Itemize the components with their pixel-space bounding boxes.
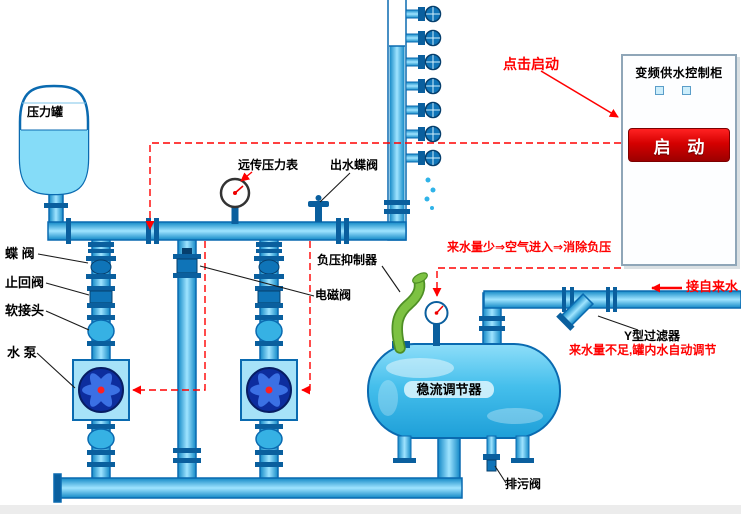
tank-gauge xyxy=(424,301,449,346)
suppressor-label: 负压抑制器 xyxy=(317,253,378,267)
y-strainer-label: Y型过滤器 xyxy=(624,329,681,343)
pressure-tank xyxy=(18,84,90,196)
indicator-light-1 xyxy=(655,86,664,95)
pressure-tank-label: 压力罐 xyxy=(27,105,64,119)
flow-regulator-label: 稳流调节器 xyxy=(416,382,482,397)
solenoid-valve-label: 电磁阀 xyxy=(315,288,352,302)
pointer-lines xyxy=(36,172,639,484)
remote-pressure-gauge xyxy=(219,177,251,224)
soft-joint-label: 软接头 xyxy=(5,303,45,318)
drain-valve xyxy=(483,435,500,472)
bottom-strip xyxy=(0,505,741,514)
remote-gauge-label: 远传压力表 xyxy=(238,158,299,172)
red-arrows xyxy=(240,70,682,293)
vacuum-suppressor-pipe xyxy=(391,272,428,354)
manifold-flanges xyxy=(44,200,410,244)
low-inflow-note: 来水量少⇒空气进入⇒消除负压 xyxy=(447,240,612,254)
control-cabinet: 变频供水控制柜 启 动 xyxy=(621,54,737,266)
inflow-shortage-note: 来水量不足,罐内水自动调节 xyxy=(569,343,717,357)
drain-valve-label: 排污阀 xyxy=(505,477,542,491)
click-start-note: 点击启动 xyxy=(503,56,559,72)
inlet-pipe xyxy=(479,287,741,331)
outlet-valve-label: 出水蝶阀 xyxy=(330,158,379,172)
bypass-line xyxy=(173,248,201,463)
indicator-light-2 xyxy=(682,86,691,95)
butterfly-valve-label: 蝶 阀 xyxy=(5,246,35,261)
y-strainer xyxy=(556,287,617,331)
cabinet-title: 变频供水控制柜 xyxy=(635,66,723,80)
water-pump-label: 水 泵 xyxy=(7,345,37,360)
start-button[interactable]: 启 动 xyxy=(628,128,730,162)
floor-outlet-valves xyxy=(405,5,442,167)
control-dashed-lines xyxy=(132,142,621,395)
water-drops xyxy=(424,177,436,210)
outlet-butterfly-valve xyxy=(308,195,329,222)
tap-water-inlet-label: 接自来水 xyxy=(686,279,739,294)
flow-regulator-tank xyxy=(367,343,561,463)
check-valve-label: 止回阀 xyxy=(5,275,45,290)
pump-line-1 xyxy=(72,242,130,467)
